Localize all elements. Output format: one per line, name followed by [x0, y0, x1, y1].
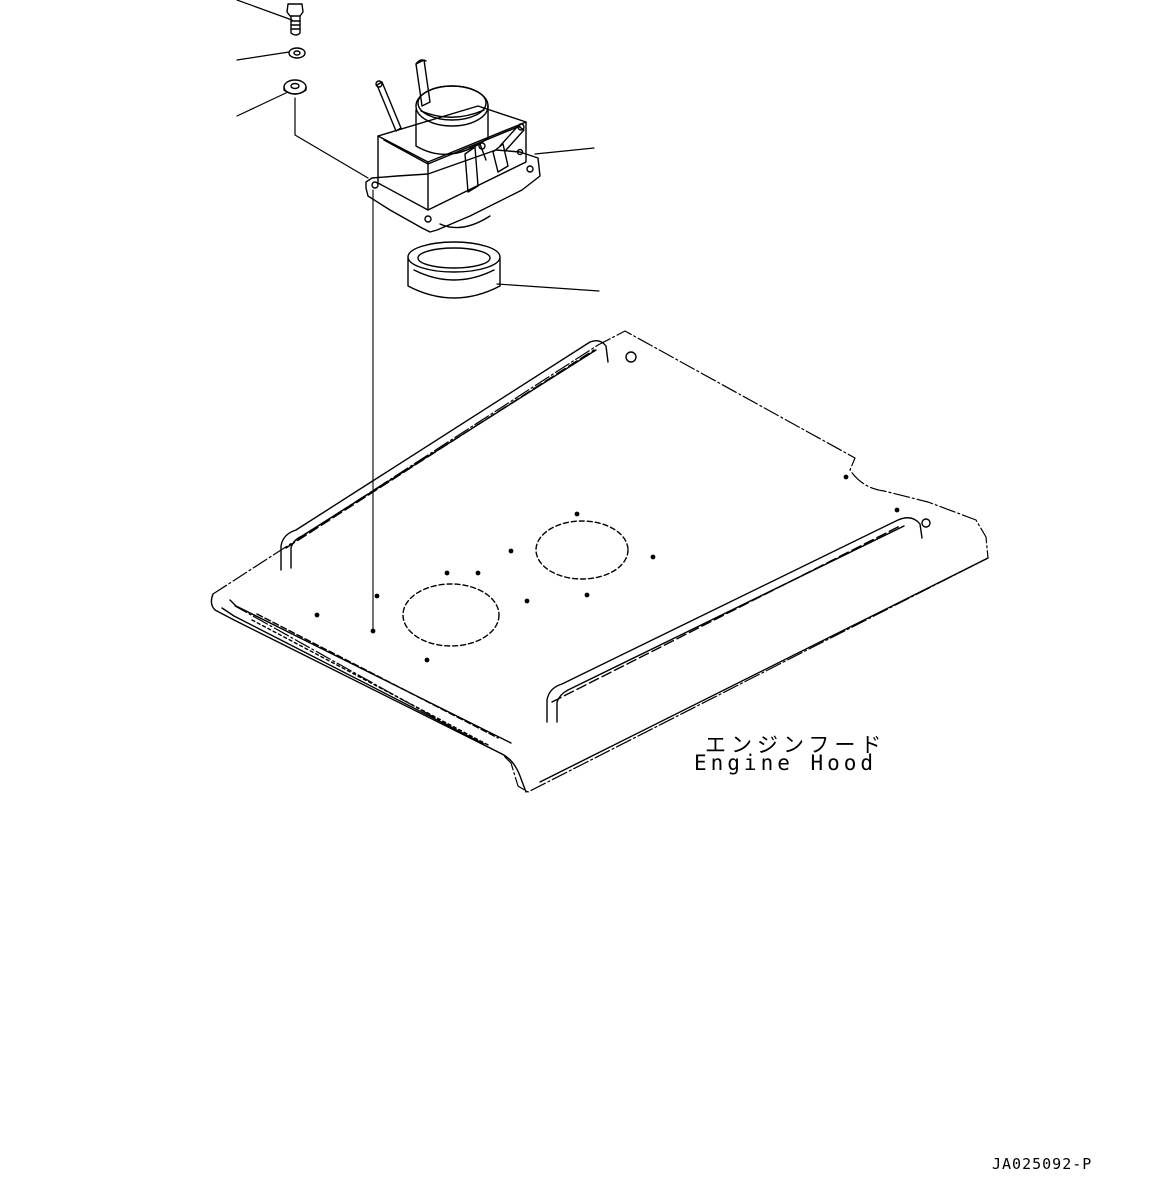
leader-lines — [237, 0, 599, 291]
spring-washer-part — [289, 48, 305, 58]
precleaner-assembly — [366, 60, 540, 232]
hood-bolt-holes — [314, 474, 900, 663]
engine-hood-panel — [211, 331, 988, 792]
hood-label-english: Engine Hood — [694, 751, 878, 775]
rubber-ring-part — [408, 242, 500, 298]
flat-washer-part — [284, 80, 306, 94]
hood-label-japanese: エンジンフード — [705, 733, 887, 757]
drawing-number: JA025092-P — [992, 1155, 1093, 1173]
bolt-part — [287, 4, 303, 35]
